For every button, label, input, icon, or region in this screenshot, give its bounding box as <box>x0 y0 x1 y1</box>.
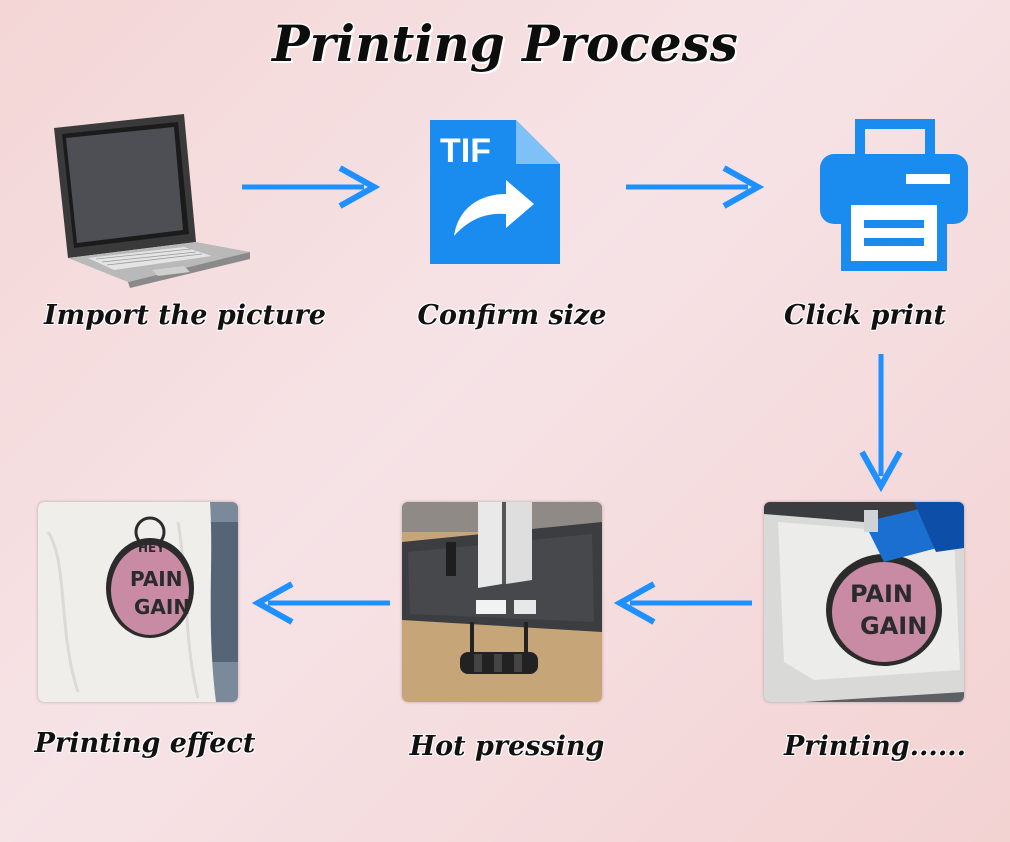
arrow-right-2 <box>626 165 764 209</box>
page-title: Printing Process <box>272 14 738 73</box>
printing-design-text: PAIN <box>850 580 913 608</box>
step-label-confirm-size: Confirm size <box>417 300 607 331</box>
shirt-design-hey: HEY <box>138 541 165 555</box>
step-label-printing: Printing...... <box>783 731 967 762</box>
arrow-left-2 <box>252 581 390 625</box>
shirt-design-text-2: GAIN <box>134 595 190 619</box>
arrow-down <box>859 354 903 492</box>
printing-design-text-2: GAIN <box>860 612 927 640</box>
tif-label: TIF <box>440 132 491 170</box>
arrow-left-1 <box>614 581 752 625</box>
arrow-right-1 <box>242 165 380 209</box>
printer-icon <box>820 119 968 271</box>
shirt-design-text: PAIN <box>130 567 182 591</box>
step-label-click-print: Click print <box>783 300 946 331</box>
heat-press-photo <box>402 502 602 702</box>
step-label-hot-pressing: Hot pressing <box>409 731 605 762</box>
tif-file-icon: TIF <box>430 120 560 264</box>
laptop-icon <box>54 114 250 288</box>
printed-shirt-photo: HEY PAIN GAIN <box>38 502 238 702</box>
step-label-printing-effect: Printing effect <box>34 728 256 759</box>
printing-photo: PAIN GAIN <box>764 502 964 702</box>
step-label-import: Import the picture <box>44 300 326 331</box>
